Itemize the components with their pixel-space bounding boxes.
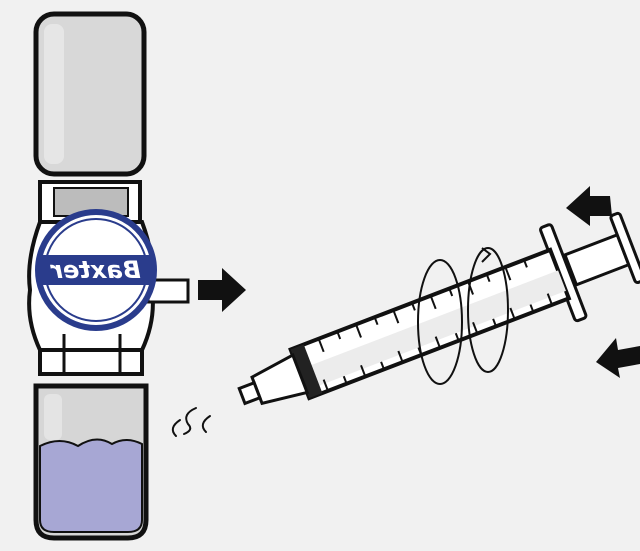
- arrow-left-icon: [596, 338, 640, 378]
- arrow-left-icon: [566, 186, 612, 226]
- rotation-icon: [417, 247, 509, 385]
- arrow-right-icon: [198, 268, 246, 312]
- syringe-icon: [237, 211, 640, 406]
- air-puff-icon: [171, 407, 211, 437]
- brand-logo: Baxter: [35, 209, 157, 331]
- liquid-vial-icon: [33, 383, 149, 541]
- brand-label: Baxter: [49, 256, 141, 284]
- empty-vial-icon: [33, 11, 147, 177]
